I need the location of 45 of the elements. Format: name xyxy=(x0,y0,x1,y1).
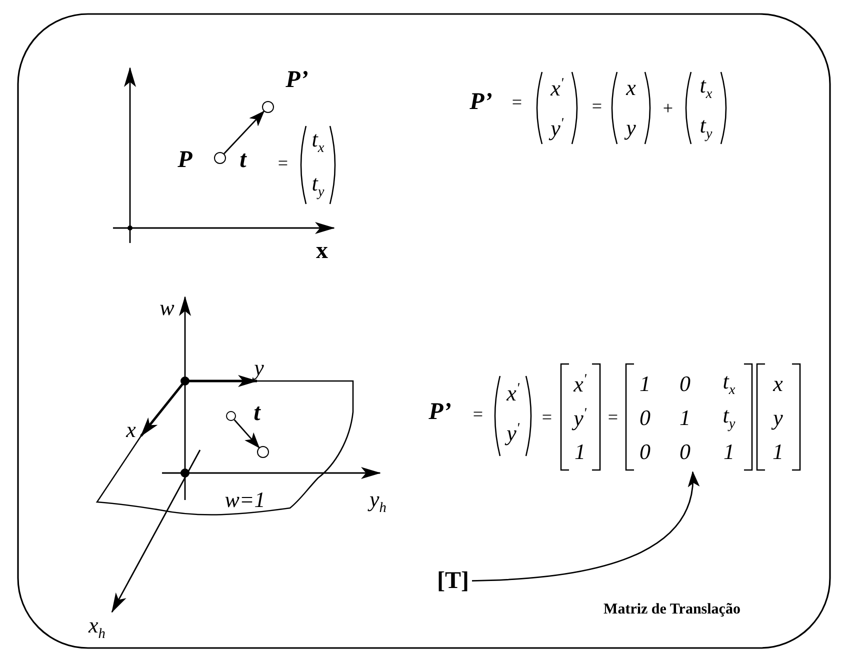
axis-label: x xyxy=(316,239,328,263)
vector-component: t$_{y}$ xyxy=(312,172,324,200)
point-marker xyxy=(257,446,269,458)
axis-label: y xyxy=(254,357,264,379)
vector-component: x xyxy=(626,77,636,99)
point-marker xyxy=(226,411,236,421)
axis-label: y$_{h}$ xyxy=(370,488,386,516)
axis-label: w xyxy=(160,297,174,319)
equals-sign: = xyxy=(592,97,602,115)
vector-label: t xyxy=(240,148,246,172)
plus-sign: + xyxy=(662,99,674,117)
matrix-caption: Matriz de Translação xyxy=(604,602,740,618)
axis-label: x xyxy=(126,419,136,441)
vector-component: x$^{'}$ xyxy=(574,372,586,396)
vector-component: t$_{x}$ xyxy=(312,128,324,156)
vector-component: y$^{'}$ xyxy=(574,406,586,430)
plane-label: w=1 xyxy=(224,489,266,511)
equals-sign: = xyxy=(472,405,484,423)
axis-label: x$_{h}$ xyxy=(88,614,106,642)
equals-sign: = xyxy=(542,408,552,426)
matrix-symbol: [T] xyxy=(434,566,472,596)
arrow xyxy=(224,110,265,154)
vector-component: 1 xyxy=(772,441,784,463)
point-label: P’ xyxy=(470,90,492,114)
equals-sign: = xyxy=(512,93,522,111)
vector-component: t$_{y}$ xyxy=(700,114,712,142)
vector-component: y$^{'}$ xyxy=(550,116,564,140)
point-marker xyxy=(262,101,274,113)
vector-component: y$^{'}$ xyxy=(506,421,520,445)
equals-sign: = xyxy=(608,408,618,426)
vector-label: t xyxy=(254,401,260,425)
vector-component: y xyxy=(626,117,636,139)
point-label: P’ xyxy=(286,68,308,92)
point-label: P xyxy=(178,148,192,172)
point-label: P’ xyxy=(428,400,452,424)
vector-component: y xyxy=(773,407,783,429)
arrow xyxy=(234,419,260,448)
arrow xyxy=(472,471,698,582)
vector-component: x$^{'}$ xyxy=(506,381,520,405)
vector-component: t$_{x}$ xyxy=(700,74,712,102)
vector-component: 1 xyxy=(574,441,586,463)
vector-component: x xyxy=(773,373,783,395)
vector-component: x$^{'}$ xyxy=(550,76,564,100)
equals-sign: = xyxy=(278,154,288,172)
point-marker xyxy=(214,152,226,164)
